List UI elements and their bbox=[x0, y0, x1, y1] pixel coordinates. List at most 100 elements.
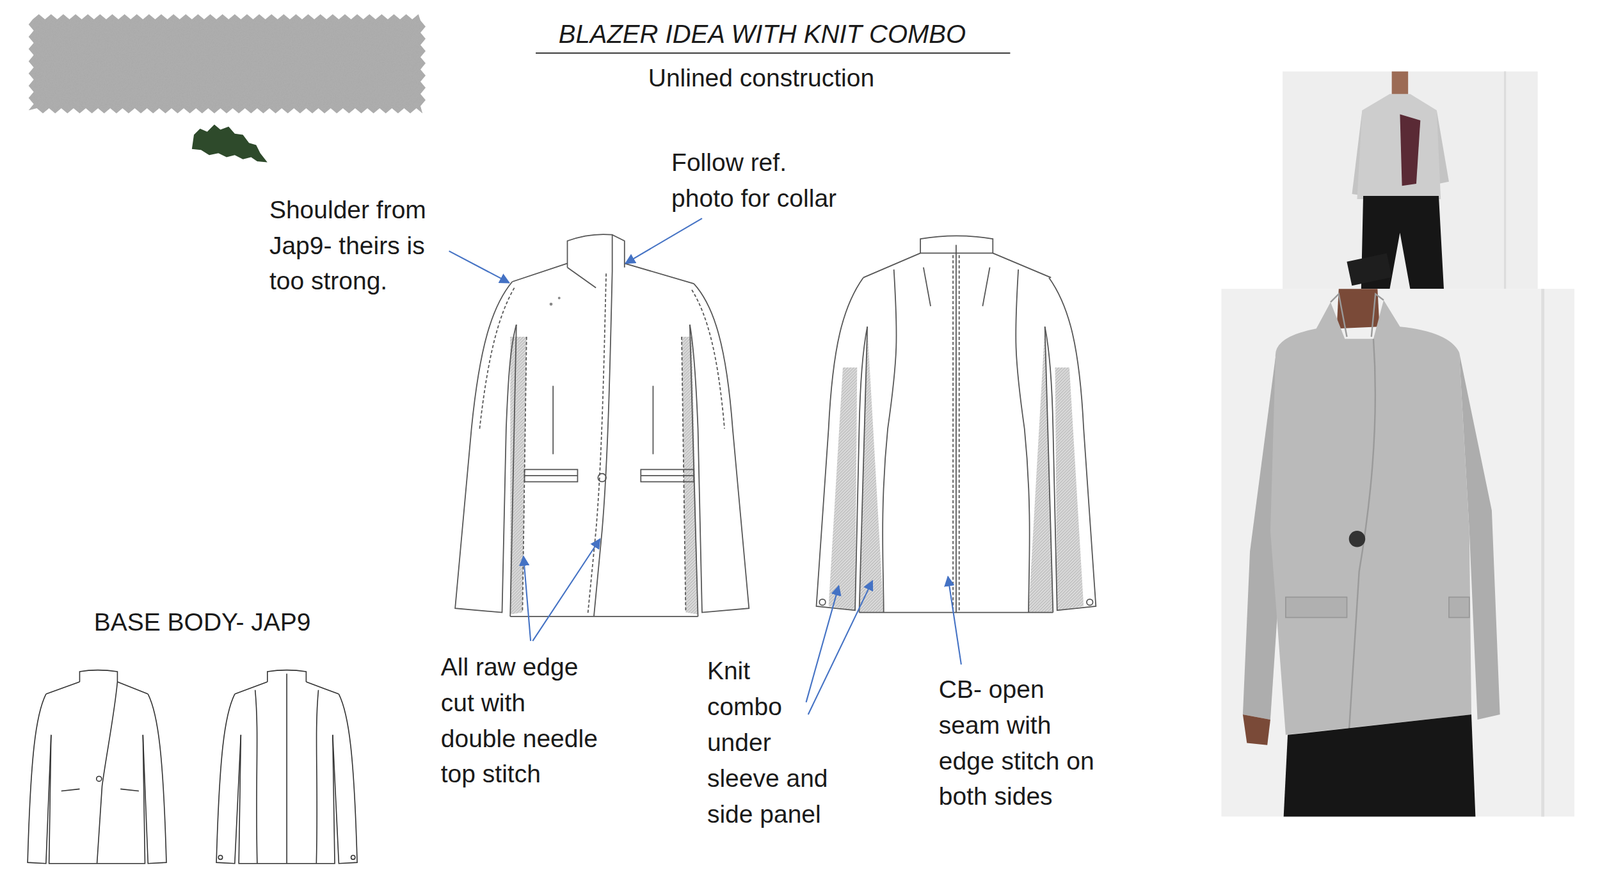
back-sketch bbox=[955, 245, 957, 613]
leader-lines bbox=[449, 218, 962, 715]
reference-photo bbox=[1541, 288, 1545, 816]
reference-photo bbox=[1399, 114, 1421, 187]
base-body-flats bbox=[79, 670, 118, 682]
front-sketch bbox=[567, 234, 613, 272]
trim-swatch bbox=[192, 124, 268, 162]
back-sketch bbox=[816, 235, 1097, 612]
back-sketch bbox=[858, 326, 868, 612]
front-sketch bbox=[524, 474, 578, 477]
leader-lines bbox=[523, 556, 531, 641]
reference-photo bbox=[1346, 253, 1392, 287]
reference-photo bbox=[1242, 714, 1271, 745]
front-sketch bbox=[510, 324, 517, 617]
back-sketch bbox=[819, 599, 826, 606]
front-sketch bbox=[549, 302, 553, 306]
front-sketch bbox=[640, 469, 694, 482]
leader-lines bbox=[947, 576, 962, 665]
base-body-flats bbox=[305, 681, 339, 694]
callout-note: Shoulder from Jap9- theirs is too strong… bbox=[269, 192, 429, 299]
back-sketch bbox=[923, 267, 931, 307]
front-sketch bbox=[567, 267, 597, 288]
base-body-flats bbox=[216, 693, 241, 864]
front-sketch bbox=[455, 234, 749, 617]
back-sketch bbox=[1086, 599, 1094, 606]
base-body-flats bbox=[96, 775, 102, 781]
reference-photo bbox=[1371, 293, 1384, 337]
back-sketch bbox=[1055, 367, 1085, 610]
back-sketch bbox=[958, 255, 960, 613]
reference-photo bbox=[1282, 71, 1538, 290]
base-body-flats bbox=[61, 788, 80, 791]
front-sketch bbox=[689, 283, 749, 612]
base-body-flats bbox=[316, 689, 319, 864]
fabric-swatch bbox=[28, 14, 426, 114]
leader-lines bbox=[449, 250, 510, 283]
front-sketch bbox=[479, 288, 514, 429]
back-sketch bbox=[816, 277, 868, 611]
front-sketch bbox=[640, 474, 694, 477]
base-body-flats bbox=[46, 681, 80, 694]
reference-photo bbox=[1221, 288, 1575, 816]
front-sketch bbox=[455, 281, 517, 613]
front-sketch bbox=[593, 271, 613, 617]
front-sketch bbox=[652, 385, 655, 455]
base-body-flats bbox=[49, 734, 146, 864]
reference-photo bbox=[1349, 530, 1366, 548]
front-sketch bbox=[587, 273, 607, 614]
base-body-flats bbox=[142, 693, 167, 864]
title-underline bbox=[535, 52, 1010, 54]
front-sketch bbox=[691, 289, 725, 429]
base-body-flats bbox=[255, 689, 258, 864]
back-sketch bbox=[858, 326, 884, 612]
front-sketch bbox=[597, 473, 607, 482]
reference-photo bbox=[1221, 288, 1575, 816]
front-sketch bbox=[624, 263, 694, 284]
base-body-flats bbox=[286, 673, 288, 864]
front-sketch bbox=[681, 336, 686, 612]
reference-photo bbox=[1270, 300, 1472, 735]
front-sketch bbox=[512, 263, 568, 282]
base-body-flats bbox=[27, 670, 358, 864]
reference-photo bbox=[1392, 71, 1409, 96]
leader-lines bbox=[808, 580, 873, 715]
back-sketch bbox=[1028, 326, 1053, 612]
sheet-title: BLAZER IDEA WITH KNIT COMBO bbox=[558, 16, 966, 53]
reference-photo bbox=[1356, 94, 1441, 200]
back-sketch bbox=[1045, 277, 1097, 611]
back-sketch bbox=[882, 269, 897, 613]
reference-photo bbox=[1504, 71, 1506, 290]
callout-note: Knit combo under sleeve and side panel bbox=[707, 652, 831, 832]
back-sketch bbox=[982, 267, 990, 307]
base-body-flats bbox=[27, 693, 52, 864]
reference-photo bbox=[1448, 597, 1470, 618]
callout-note: All raw edge cut with double needle top … bbox=[440, 648, 601, 792]
section-label: BASE BODY- JAP9 bbox=[94, 604, 312, 640]
base-body-flats bbox=[234, 681, 268, 694]
back-sketch bbox=[863, 252, 921, 278]
callout-note: Follow ref. photo for collar bbox=[671, 144, 840, 217]
fabric-swatch bbox=[28, 14, 426, 114]
base-body-flats bbox=[332, 693, 358, 864]
back-sketch bbox=[1015, 269, 1030, 613]
back-sketch bbox=[1045, 326, 1054, 612]
front-sketch bbox=[510, 615, 698, 617]
base-body-flats bbox=[218, 855, 223, 859]
base-body-flats bbox=[97, 681, 118, 864]
base-body-flats bbox=[351, 855, 356, 859]
back-sketch bbox=[992, 252, 1051, 278]
back-sketch bbox=[828, 367, 858, 610]
front-sketch bbox=[612, 234, 625, 268]
reference-photo bbox=[1283, 714, 1476, 816]
leader-lines bbox=[532, 538, 600, 641]
front-sketch bbox=[552, 385, 554, 455]
back-sketch bbox=[952, 255, 954, 613]
reference-photo bbox=[1285, 597, 1348, 618]
base-body-flats bbox=[117, 681, 148, 694]
reference-photo bbox=[1330, 293, 1348, 337]
callout-note: CB- open seam with edge stitch on both s… bbox=[938, 671, 1097, 815]
base-body-flats bbox=[120, 788, 139, 791]
leader-lines bbox=[625, 218, 703, 264]
front-sketch bbox=[558, 296, 561, 300]
